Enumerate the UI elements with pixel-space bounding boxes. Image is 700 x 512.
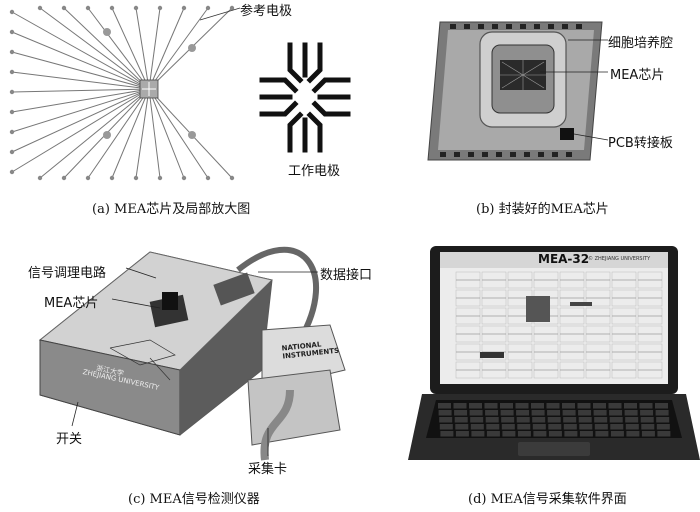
label-switch: 开关 xyxy=(56,432,83,447)
laptop-photo xyxy=(408,246,700,460)
working-electrode-zoom xyxy=(259,42,351,153)
mea-chip-layout-figure xyxy=(9,5,351,181)
caption-d: (d) MEA信号采集软件界面 xyxy=(468,492,627,507)
label-mea-chip-c: MEA芯片 xyxy=(44,296,99,311)
screen-subtitle: © ZHEJIANG UNIVERSITY xyxy=(588,256,651,262)
label-cell-chamber: 细胞培养腔 xyxy=(608,36,674,51)
label-data-port: 数据接口 xyxy=(320,268,373,283)
label-signal-circuit: 信号调理电路 xyxy=(28,266,107,281)
panel-d: MEA-32 © ZHEJIANG UNIVERSITY (d) MEA信号采集… xyxy=(400,230,700,512)
label-reference-electrode: 参考电极 xyxy=(240,4,293,19)
caption-a: (a) MEA芯片及局部放大图 xyxy=(92,202,251,217)
label-mea-chip-b: MEA芯片 xyxy=(610,68,665,83)
panel-c: 信号调理电路 MEA芯片 数据接口 开关 采集卡 ZHEJIANG UNIVER… xyxy=(0,230,400,512)
mea-signal-instrument-photo xyxy=(38,246,346,461)
screen-title: MEA-32 xyxy=(538,252,590,266)
label-pcb-adapter: PCB转接板 xyxy=(608,136,673,151)
panel-a: 参考电极 工作电极 (a) MEA芯片及局部放大图 xyxy=(0,0,351,230)
caption-c: (c) MEA信号检测仪器 xyxy=(128,492,260,507)
label-daq-card: 采集卡 xyxy=(248,462,288,477)
packaged-mea-chip-photo xyxy=(427,21,609,161)
caption-b: (b) 封装好的MEA芯片 xyxy=(476,202,609,217)
label-working-electrode: 工作电极 xyxy=(288,164,341,179)
panel-b: 细胞培养腔 MEA芯片 PCB转接板 (b) 封装好的MEA芯片 xyxy=(340,0,700,230)
